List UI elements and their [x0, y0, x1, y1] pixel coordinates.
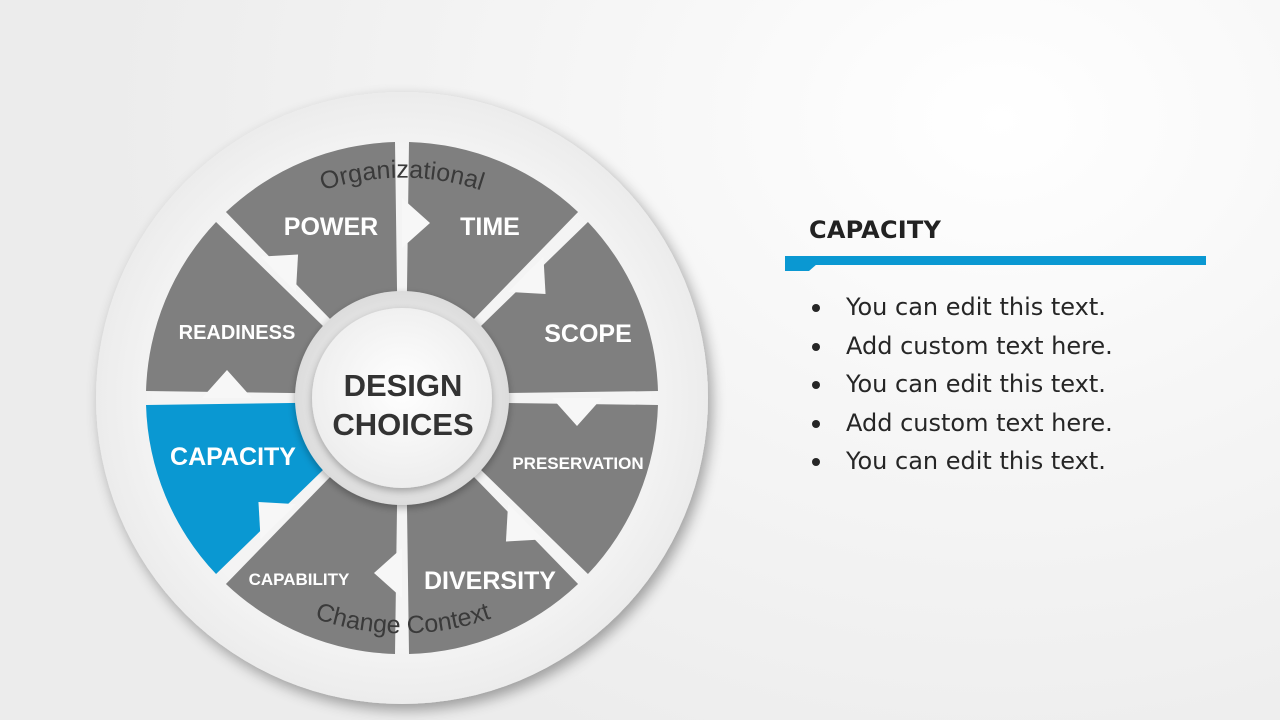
segment-label-preservation: PRESERVATION	[512, 454, 643, 473]
bullet-dot-icon	[812, 381, 820, 389]
bullet-dot-icon	[812, 304, 820, 312]
segment-label-power: POWER	[284, 213, 378, 241]
segment-label-capability: CAPABILITY	[249, 570, 350, 589]
bullet-dot-icon	[812, 419, 820, 428]
bullet-item: You can edit this text.	[785, 288, 1113, 327]
hub-inner	[312, 308, 492, 488]
arrow-icon	[374, 548, 402, 598]
bullet-item: You can edit this text.	[785, 365, 1113, 404]
arrow-icon	[258, 501, 296, 540]
bullet-list: You can edit this text. Add custom text …	[785, 288, 1113, 481]
panel-title: CAPACITY	[809, 216, 942, 244]
segment-label-diversity: DIVERSITY	[424, 567, 556, 595]
panel-accent-bar	[785, 256, 1206, 265]
bullet-dot-icon	[812, 342, 820, 351]
arrow-icon	[508, 256, 546, 295]
segment-label-capacity: CAPACITY	[170, 443, 296, 471]
bullet-item: You can edit this text.	[785, 442, 1113, 481]
arrow-icon	[260, 254, 299, 292]
hub-title-line2: CHOICES	[332, 407, 473, 442]
bullet-item: Add custom text here.	[785, 327, 1113, 366]
arrow-icon	[552, 398, 602, 426]
bullet-item: Add custom text here.	[785, 404, 1113, 443]
arrow-icon	[402, 198, 430, 248]
arrow-icon	[202, 370, 252, 398]
panel-accent-tab	[785, 264, 817, 271]
hub-title-line1: DESIGN	[344, 368, 463, 403]
bullet-dot-icon	[812, 458, 820, 466]
segment-label-time: TIME	[460, 213, 520, 241]
arrow-icon	[505, 504, 544, 542]
segment-label-scope: SCOPE	[544, 320, 632, 348]
segment-labels-group: POWER TIME SCOPE PRESERVATION DIVERSITY CAPAB…	[170, 213, 644, 595]
arrows-group	[202, 198, 602, 598]
segment-label-readiness: READINESS	[179, 322, 296, 344]
